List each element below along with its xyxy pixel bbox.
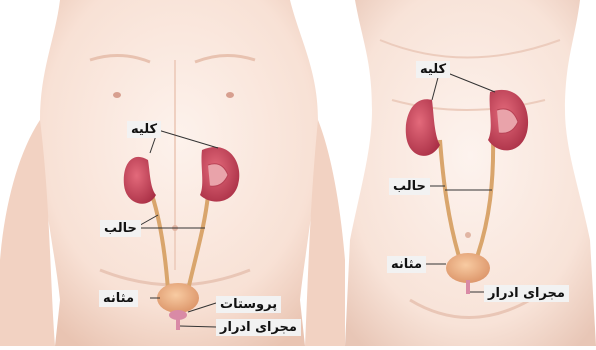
male-urethra-label: مجرای ادرار <box>216 319 301 336</box>
female-urethra <box>466 280 470 294</box>
female-bladder <box>446 253 490 283</box>
female-bladder-label: مثانه <box>387 256 426 273</box>
male-bladder <box>157 283 199 313</box>
female-urethra-label: مجرای ادرار <box>484 285 569 302</box>
male-kidney-label: کلیه <box>127 121 161 138</box>
male-ureter-label: حالب <box>100 220 141 237</box>
female-kidney-label: کلیه <box>416 61 450 78</box>
male-urethra <box>176 318 180 330</box>
male-prostate-label: پروستات <box>216 296 281 313</box>
male-bladder-label: مثانه <box>99 290 138 307</box>
female-ureter-label: حالب <box>389 178 430 195</box>
